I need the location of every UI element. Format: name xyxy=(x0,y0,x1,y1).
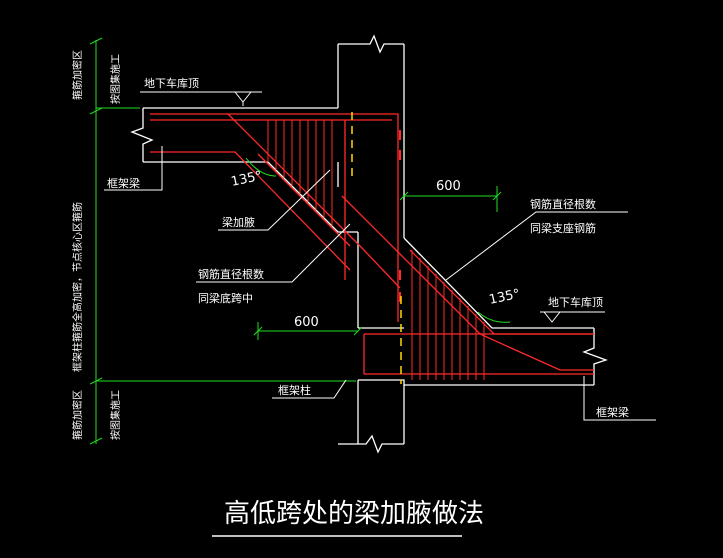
side-note-middle: 框架柱箍筋全高加密，节点核心区箍筋 xyxy=(71,202,84,372)
side-note-top-a: 箍筋加密区 xyxy=(71,50,84,100)
upper-angle-text: 135° xyxy=(230,169,264,190)
rebar-left-leader xyxy=(196,223,351,283)
rebar-right-label-1: 钢筋直径根数 xyxy=(530,197,596,211)
lower-angle-text: 135° xyxy=(488,287,522,308)
upper-top-rebar xyxy=(150,113,399,124)
centerlines xyxy=(351,112,402,384)
lower-garage-top-label: 地下车库顶 xyxy=(548,295,603,309)
top-600-dim-text: 600 xyxy=(436,179,461,194)
lower-beam-bottom-edge xyxy=(358,379,594,386)
side-note-top-b: 按图集施工 xyxy=(109,54,122,104)
haunch-label: 梁加腋 xyxy=(222,215,255,229)
rebar-left-label-1: 钢筋直径根数 xyxy=(198,267,264,281)
leaders xyxy=(104,91,656,421)
upper-haunch-bar-2 xyxy=(257,153,351,247)
column-break-bottom xyxy=(338,434,404,454)
concrete-outline xyxy=(130,34,608,454)
rebar-left-label-2: 同梁底跨中 xyxy=(198,291,253,305)
drawing-title: 高低跨处的梁加腋做法 xyxy=(224,499,484,529)
dimensions xyxy=(89,37,511,445)
side-note-bottom-a: 箍筋加密区 xyxy=(71,390,84,440)
column-leader xyxy=(272,379,347,399)
lower-haunch-hatch xyxy=(411,250,485,380)
lower-beam-break xyxy=(582,328,608,385)
lower-angle-arc xyxy=(477,311,511,323)
lower-haunch-slope xyxy=(403,237,594,329)
rebar-right-leader xyxy=(445,211,628,281)
upper-garage-top-label: 地下车库顶 xyxy=(144,76,199,90)
upper-beam-break xyxy=(130,108,154,162)
column-left-edge xyxy=(337,44,359,444)
frame-beam-left-label: 框架梁 xyxy=(107,176,140,190)
frame-column-label: 框架柱 xyxy=(278,383,311,397)
frame-beam-right-label: 框架梁 xyxy=(596,405,629,419)
right-beam-leader xyxy=(583,376,656,421)
rebar xyxy=(150,113,594,380)
upper-haunch-bar xyxy=(227,113,401,289)
column-break-top xyxy=(338,34,404,54)
lower-level-marker xyxy=(540,311,605,323)
upper-angle-arc xyxy=(245,157,277,177)
upper-bottom-rebar xyxy=(150,151,351,271)
upper-level-marker xyxy=(140,91,262,103)
bottom-600-dim-text: 600 xyxy=(294,315,319,330)
side-note-bottom-b: 按图集施工 xyxy=(109,390,122,440)
haunch-leader xyxy=(218,169,331,231)
rebar-right-label-2: 同梁支座钢筋 xyxy=(530,221,596,235)
left-beam-leader xyxy=(104,146,163,191)
upper-haunch-hatch xyxy=(267,120,333,226)
